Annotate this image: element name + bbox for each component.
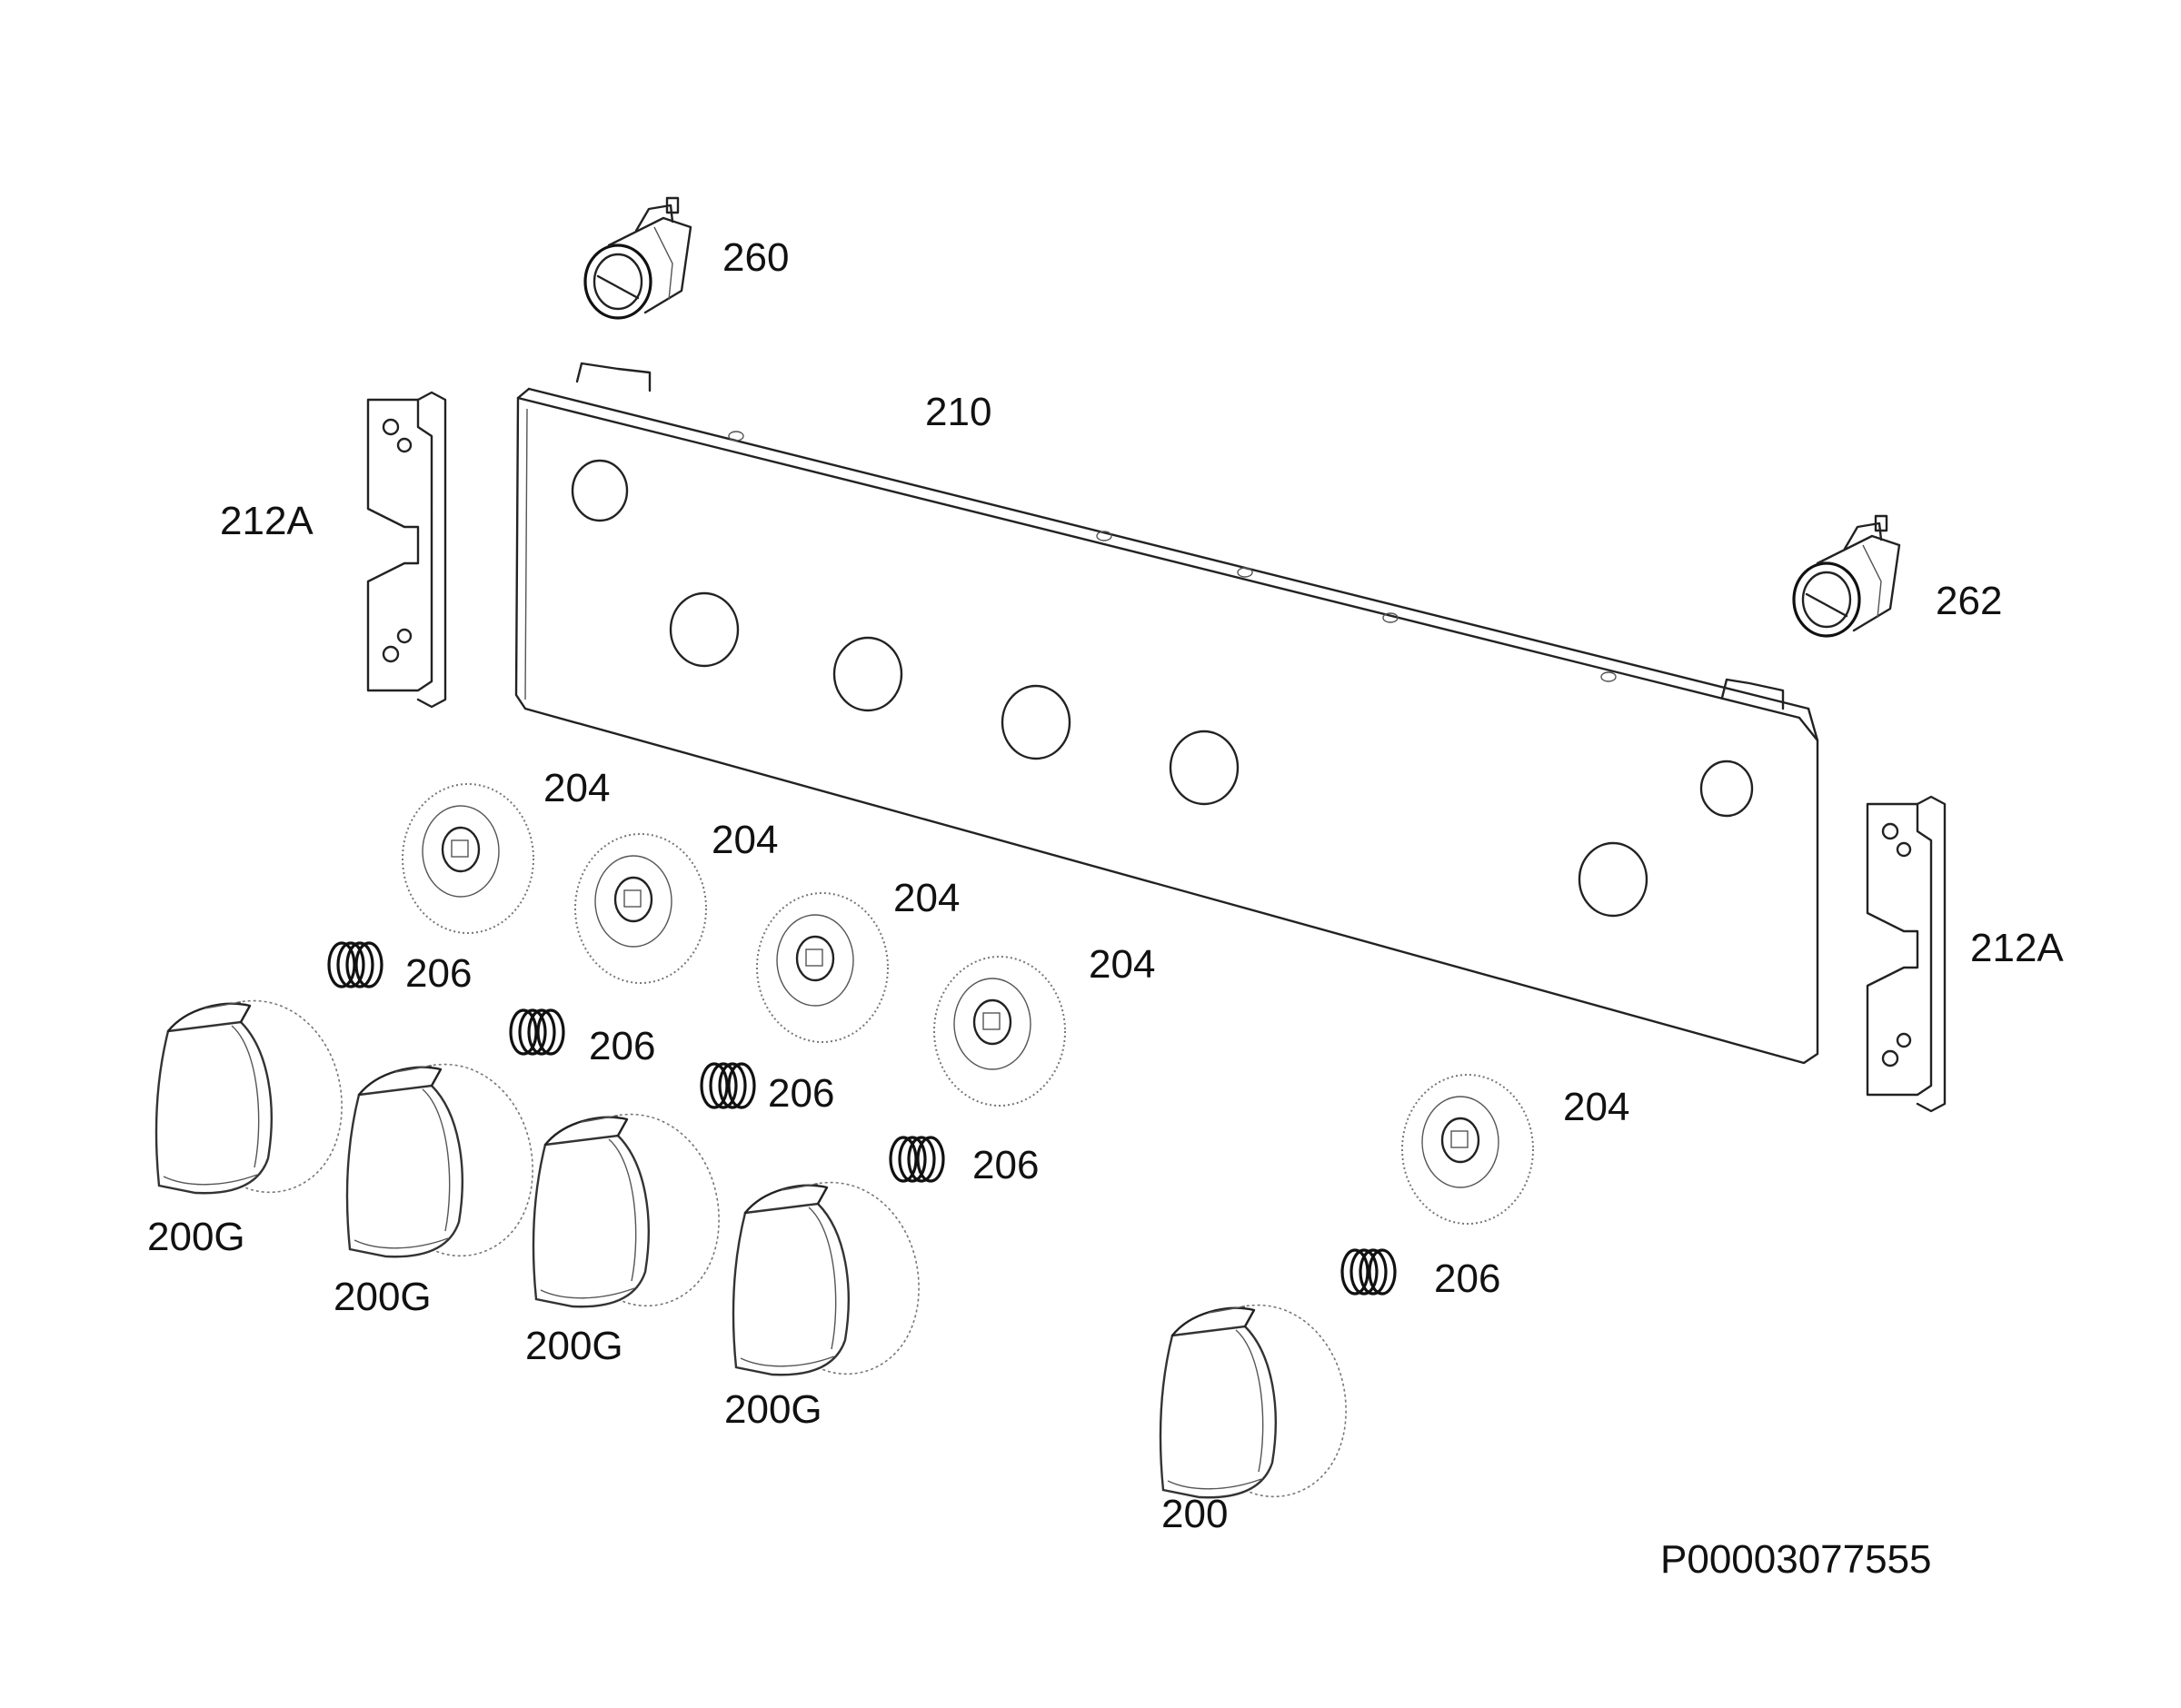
- knob-bezel-4: [932, 955, 1067, 1107]
- callout-262: 262: [1936, 579, 2002, 623]
- callout-200g-3: 200G: [525, 1324, 623, 1368]
- knob-bezel-1: [401, 782, 535, 935]
- control-knob-200g-2: [345, 1063, 534, 1258]
- knob-bezel-5: [1400, 1073, 1535, 1226]
- spring-1: [327, 941, 383, 988]
- callout-206-5: 206: [1434, 1256, 1500, 1301]
- control-knob-200g-3: [532, 1113, 721, 1308]
- callout-204-2: 204: [712, 818, 778, 862]
- knob-bezel-2: [573, 832, 708, 985]
- document-id: P00003077555: [1660, 1537, 1932, 1582]
- control-knob-200: [1159, 1304, 1348, 1499]
- callout-204-4: 204: [1089, 942, 1155, 987]
- callout-210: 210: [925, 390, 991, 434]
- knob-bezel-3: [755, 891, 890, 1044]
- callout-260: 260: [722, 235, 789, 280]
- callout-206-3: 206: [768, 1071, 834, 1116]
- callout-212a-right: 212A: [1970, 926, 2064, 970]
- control-panel-210: [514, 362, 1819, 1065]
- callout-204-5: 204: [1563, 1085, 1629, 1129]
- control-knob-200g-1: [154, 999, 344, 1195]
- control-knob-200g-4: [732, 1181, 921, 1376]
- callout-212a-left: 212A: [220, 499, 314, 543]
- callout-204-1: 204: [543, 766, 610, 810]
- signal-lamp-260: [583, 196, 692, 320]
- callout-206-1: 206: [405, 951, 472, 996]
- callout-204-3: 204: [893, 876, 960, 920]
- spring-5: [1340, 1248, 1397, 1296]
- spring-3: [700, 1062, 756, 1109]
- callout-206-2: 206: [589, 1024, 655, 1068]
- callout-206-4: 206: [972, 1143, 1039, 1187]
- signal-lamp-262: [1792, 514, 1901, 638]
- side-bracket-right: [1866, 795, 1947, 1113]
- spring-4: [889, 1136, 945, 1183]
- side-bracket-left: [366, 391, 447, 709]
- callout-200: 200: [1161, 1492, 1228, 1536]
- callout-200g-4: 200G: [724, 1387, 822, 1432]
- spring-2: [509, 1008, 565, 1056]
- callout-200g-1: 200G: [147, 1215, 245, 1259]
- callout-200g-2: 200G: [334, 1275, 432, 1319]
